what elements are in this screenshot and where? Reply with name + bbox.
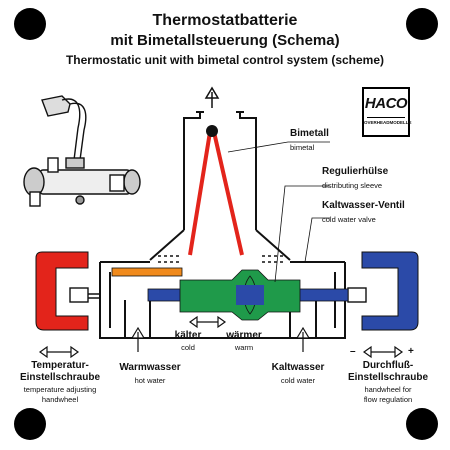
label-flow-de-1: Durchfluß- (362, 360, 414, 371)
spring-right (262, 255, 286, 263)
flow-handwheel (347, 251, 419, 331)
cold-inlet-arrow (295, 326, 311, 352)
faucet-illustration (23, 95, 141, 207)
leader-lines (227, 141, 330, 283)
adjusting-nut (111, 267, 183, 277)
label-temp-de-2: Einstellschraube (19, 372, 101, 383)
label-cold-de: Kaltwasser (271, 362, 325, 373)
label-temp-en-2: handwheel (41, 395, 79, 404)
label-warmer-en: warm (234, 343, 254, 352)
label-sleeve-en: distributing sleeve (322, 181, 383, 190)
outlet-arrow (204, 86, 220, 108)
label-hot-en: hot water (134, 376, 166, 385)
label-colder-de: kälter (174, 330, 202, 341)
flow-adjust-arrow (362, 345, 404, 359)
logo-subtext: OVERHEADMODELLE (364, 120, 412, 125)
outlet-pipe (149, 111, 291, 261)
label-valve-de: Kaltwasser-Ventil (322, 200, 405, 211)
label-flow-en-2: flow regulation (363, 395, 413, 404)
logo-text: HACO (364, 95, 408, 112)
mounting-hole-top-left (14, 8, 46, 40)
label-sleeve-de: Regulierhülse (322, 166, 389, 177)
logo-divider (367, 117, 405, 118)
label-hot-de: Warmwasser (119, 362, 181, 373)
label-warmer-de: wärmer (226, 330, 262, 341)
mounting-hole-bottom-left (14, 408, 46, 440)
hot-inlet-arrow (130, 326, 146, 352)
label-temp-de-1: Temperatur- (31, 360, 89, 371)
temperature-handwheel (35, 251, 100, 331)
label-colder-en: cold (181, 343, 195, 352)
label-bimetal-de: Bimetall (290, 128, 329, 139)
haco-logo: HACO OVERHEADMODELLE (362, 87, 412, 137)
mounting-hole-top-right (406, 8, 438, 40)
label-cold-en: cold water (280, 376, 316, 385)
temp-adjust-arrow (38, 345, 80, 359)
flow-minus-sign: – (350, 346, 356, 357)
colder-warmer-arrows (188, 315, 227, 329)
label-temp-en-1: temperature adjusting (23, 385, 97, 394)
bimetal-element (188, 131, 244, 256)
label-flow-en-1: handwheel for (364, 385, 412, 394)
flow-plus-sign: + (408, 346, 414, 357)
title-english: Thermostatic unit with bimetal control s… (65, 53, 385, 67)
bimetal-pivot (206, 125, 218, 137)
title-line-1: Thermostatbatterie (152, 12, 298, 29)
mounting-hole-bottom-right (406, 408, 438, 440)
spring-left (158, 255, 180, 263)
label-flow-de-2: Einstellschraube (347, 372, 429, 383)
label-valve-en: cold water valve (322, 215, 376, 224)
label-bimetal-en: bimetal (290, 143, 315, 152)
title-line-2: mit Bimetallsteuerung (Schema) (110, 32, 340, 49)
distributing-sleeve (179, 269, 301, 321)
